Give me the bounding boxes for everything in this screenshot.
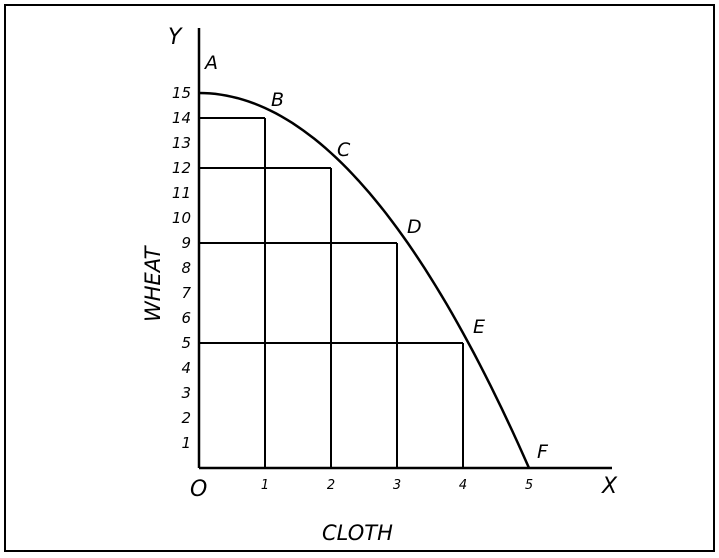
point-label-E: E (473, 316, 485, 338)
ppf-curve (198, 91, 531, 469)
x-axis-letter: X (601, 474, 618, 499)
point-label-F: F (537, 441, 549, 463)
chart-frame (4, 4, 715, 552)
y-tick-label: 7 (181, 284, 191, 302)
y-tick-label: 10 (172, 209, 191, 227)
axes (197, 28, 612, 470)
y-tick-label: 9 (181, 234, 191, 252)
y-tick-label: 15 (172, 84, 191, 102)
y-tick-label: 14 (172, 109, 191, 127)
point-label-A: A (203, 52, 218, 74)
point-label-D: D (407, 216, 422, 238)
x-tick-label: 4 (459, 478, 467, 493)
y-axis-title: WHEAT (141, 244, 165, 322)
origin-label: O (190, 477, 207, 502)
y-tick-label: 3 (181, 384, 191, 402)
point-label-B: B (271, 89, 284, 111)
x-tick-labels: 1 2 3 4 5 (261, 478, 533, 493)
point-label-C: C (337, 139, 351, 161)
x-tick-label: 2 (327, 478, 335, 493)
point-labels: A B C D E F (203, 52, 549, 463)
guide-lines (199, 117, 464, 468)
x-tick-label: 5 (525, 478, 533, 493)
y-tick-label: 11 (172, 184, 191, 202)
y-tick-label: 4 (181, 359, 191, 377)
x-axis-title: CLOTH (322, 521, 393, 545)
y-tick-label: 6 (181, 309, 191, 327)
x-tick-label: 3 (393, 478, 401, 493)
y-tick-label: 12 (172, 159, 191, 177)
y-tick-label: 2 (181, 409, 191, 427)
y-tick-label: 1 (181, 434, 191, 452)
x-tick-label: 1 (261, 478, 269, 493)
y-tick-label: 8 (181, 259, 191, 277)
y-tick-label: 5 (181, 334, 191, 352)
y-tick-label: 13 (172, 134, 191, 152)
y-axis-letter: Y (168, 25, 183, 50)
